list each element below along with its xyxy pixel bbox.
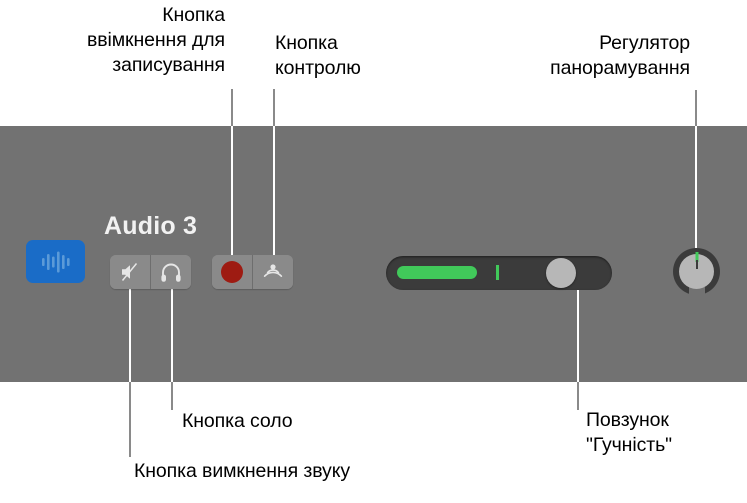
leader-line-volume-lower bbox=[577, 382, 579, 410]
leader-line-solo-inner bbox=[171, 289, 173, 382]
leader-line-mute-inner bbox=[129, 289, 131, 382]
callout-monitor-label: Кнопка контролю bbox=[275, 32, 361, 79]
record-enable-button[interactable] bbox=[212, 255, 252, 289]
leader-line-monitor-upper bbox=[273, 89, 275, 126]
mute-button[interactable] bbox=[110, 255, 150, 289]
leader-line-volume-inner bbox=[577, 290, 579, 382]
leader-line-record-enable-upper bbox=[231, 89, 233, 126]
callout-record-enable-label: Кнопка ввімкнення для записування bbox=[86, 4, 225, 76]
mute-solo-button-group bbox=[110, 255, 191, 289]
record-monitor-button-group bbox=[212, 255, 293, 289]
leader-line-pan-inner bbox=[695, 126, 697, 248]
headphones-icon bbox=[161, 263, 181, 282]
pan-knob[interactable] bbox=[673, 248, 720, 296]
track-header-panel: Audio 3 bbox=[0, 126, 747, 382]
volume-level-meter bbox=[397, 266, 477, 279]
pan-knob-ring-gap bbox=[688, 287, 705, 296]
track-name-label: Audio 3 bbox=[104, 212, 198, 240]
leader-line-solo-lower bbox=[171, 382, 173, 410]
audio-waveform-icon[interactable] bbox=[26, 240, 85, 283]
volume-slider[interactable] bbox=[386, 256, 612, 290]
volume-peak-indicator bbox=[496, 265, 499, 280]
leader-line-mute-lower bbox=[129, 382, 131, 457]
pan-knob-pointer bbox=[695, 260, 698, 269]
speaker-mute-icon bbox=[121, 263, 138, 281]
input-monitoring-button[interactable] bbox=[252, 255, 293, 289]
callout-mute-label: Кнопка вимкнення звуку bbox=[134, 460, 350, 482]
leader-line-record-enable-inner bbox=[231, 126, 233, 255]
leader-line-pan-upper bbox=[695, 90, 697, 126]
solo-button[interactable] bbox=[150, 255, 191, 289]
pan-knob-indicator bbox=[695, 252, 698, 262]
record-circle-icon bbox=[221, 261, 243, 283]
input-monitoring-icon bbox=[263, 264, 283, 277]
callout-solo-label: Кнопка соло bbox=[182, 410, 293, 432]
callout-pan-label: Регулятор панорамування bbox=[550, 32, 690, 79]
callout-volume-label: Повзунок "Гучність" bbox=[586, 409, 672, 456]
volume-slider-handle[interactable] bbox=[546, 258, 576, 288]
leader-line-monitor-inner bbox=[273, 126, 275, 255]
